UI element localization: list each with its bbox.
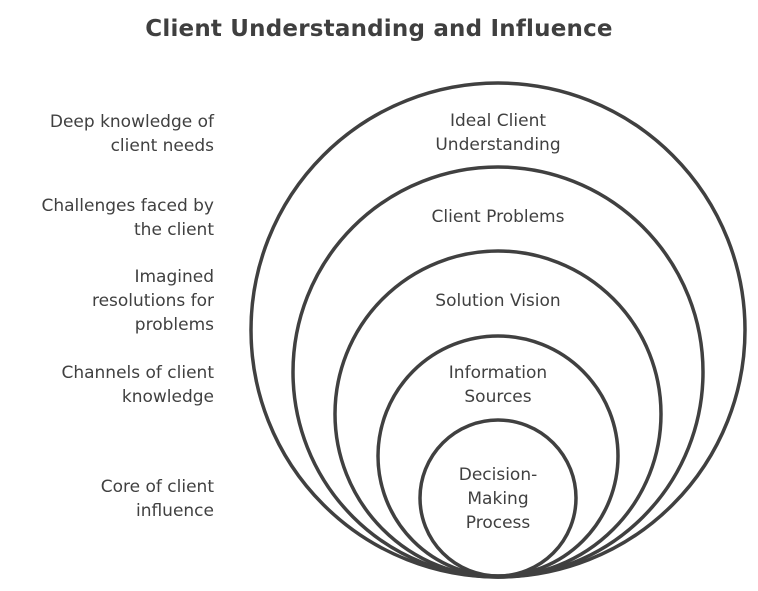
ring-label-information-sources: Information Sources — [448, 363, 548, 407]
description-client-problems: Challenges faced by the client — [41, 196, 214, 240]
diagram-title: Client Understanding and Influence — [145, 16, 613, 42]
ring-label-decision-making-process: Decision- Making Process — [458, 465, 538, 533]
ring-inner-decision-making-process — [418, 418, 578, 578]
description-ideal-client-understanding: Deep knowledge of client needs — [49, 112, 214, 156]
description-solution-vision: Imagined resolutions for problems — [91, 267, 214, 335]
ring-label-solution-vision: Solution Vision — [435, 291, 561, 311]
description-information-sources: Channels of client knowledge — [61, 363, 214, 407]
description-decision-making-process: Core of client influence — [100, 477, 214, 521]
ring-label-client-problems: Client Problems — [431, 207, 565, 227]
ring-label-ideal-client-understanding: Ideal Client Understanding — [435, 111, 561, 155]
